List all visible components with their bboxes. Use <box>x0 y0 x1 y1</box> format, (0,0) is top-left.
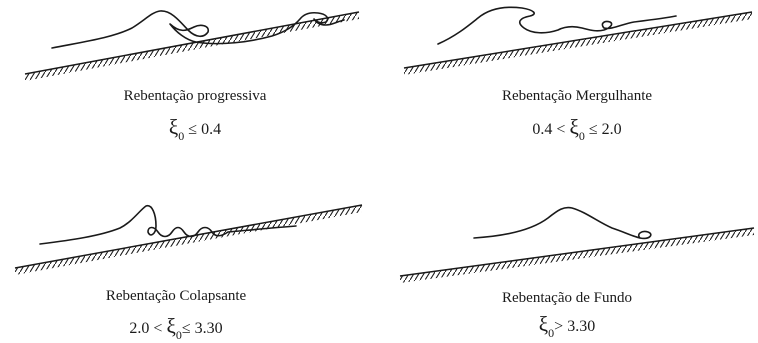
xi-symbol: ξ <box>166 314 175 338</box>
condition-suffix: > 3.30 <box>554 318 595 335</box>
iribarren-condition: 0.4 < ξ0 ≤ 2.0 <box>532 115 621 143</box>
seabed-hatch <box>25 12 359 81</box>
condition-suffix: ≤ 3.30 <box>182 320 223 337</box>
xi-symbol: ξ <box>569 115 578 139</box>
breaker-type-label: Rebentação progressiva <box>124 88 267 104</box>
wave-profile-plunging <box>438 7 676 44</box>
seabed-hatch <box>400 228 754 283</box>
breaker-type-label: Rebentação Mergulhante <box>502 88 652 104</box>
seabed-slope <box>404 12 752 68</box>
seabed-slope <box>400 228 754 276</box>
xi-symbol: ξ <box>539 312 548 336</box>
iribarren-condition: 2.0 < ξ0≤ 3.30 <box>129 314 222 342</box>
wave-profile-surging <box>474 207 651 238</box>
breaker-type-label: Rebentação de Fundo <box>502 290 632 306</box>
panel-progressive: Rebentação progressiva ξ0 ≤ 0.4 <box>25 11 359 143</box>
panel-plunging: Rebentação Mergulhante 0.4 < ξ0 ≤ 2.0 <box>404 7 752 143</box>
breaker-type-label: Rebentação Colapsante <box>106 288 247 304</box>
seabed-hatch <box>404 12 752 75</box>
condition-prefix: 2.0 < <box>129 320 166 337</box>
condition-prefix: 0.4 < <box>532 121 569 138</box>
condition-suffix: ≤ 0.4 <box>184 121 221 138</box>
iribarren-condition: ξ0 ≤ 0.4 <box>169 115 221 143</box>
panel-surging: Rebentação de Fundo ξ0> 3.30 <box>400 207 754 340</box>
panel-collapsing: Rebentação Colapsante 2.0 < ξ0≤ 3.30 <box>15 205 362 342</box>
iribarren-condition: ξ0> 3.30 <box>539 312 595 340</box>
condition-suffix: ≤ 2.0 <box>585 121 622 138</box>
xi-symbol: ξ <box>169 115 178 139</box>
